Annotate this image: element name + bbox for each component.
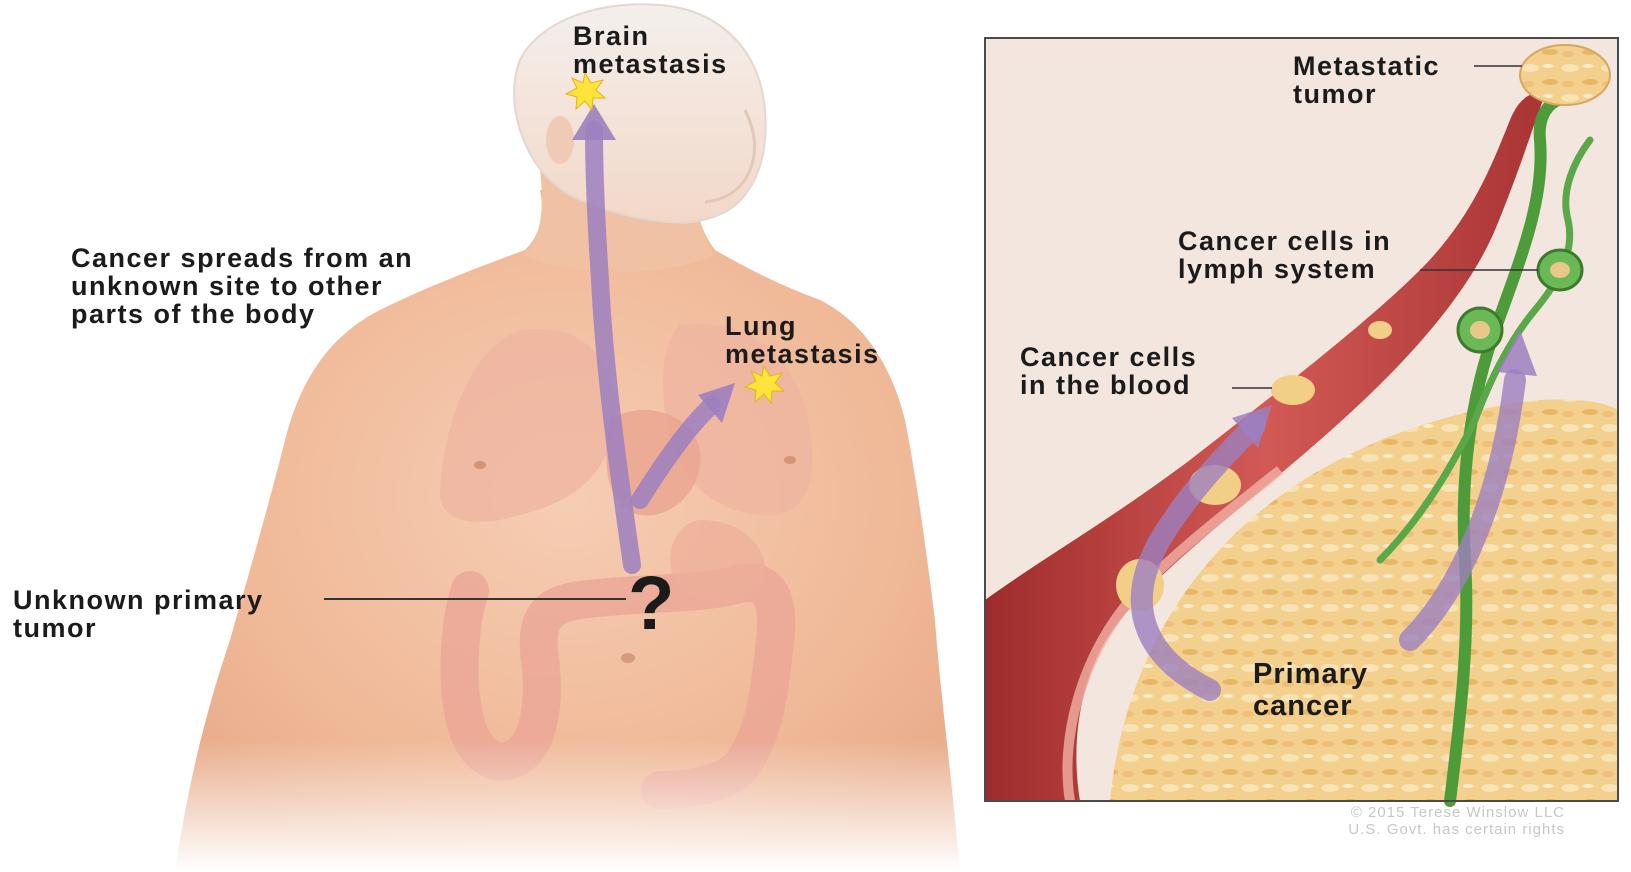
bottom-fade xyxy=(150,740,970,872)
lymph-system-label: Cancer cells in lymph system xyxy=(1178,227,1391,283)
primary-cancer-label: Primary cancer xyxy=(1253,658,1368,722)
navel xyxy=(621,653,635,663)
spread-description: Cancer spreads from an unknown site to o… xyxy=(71,244,413,328)
metastatic-tumor-label: Metastatic tumor xyxy=(1293,52,1440,108)
unknown-primary-label: Unknown primary tumor xyxy=(13,586,264,642)
blood-label: Cancer cells in the blood xyxy=(1020,343,1197,399)
copyright-credit: © 2015 Terese Winslow LLC U.S. Govt. has… xyxy=(1348,804,1565,838)
ear xyxy=(546,116,574,164)
metastatic-tumor-mass xyxy=(1520,45,1610,105)
human-body-figure xyxy=(150,4,970,872)
brain-metastasis-label: Brain metastasis xyxy=(573,22,728,78)
question-mark: ? xyxy=(628,566,674,642)
blood-cancer-cell xyxy=(1271,375,1315,405)
lung-metastasis-label: Lung metastasis xyxy=(725,312,880,368)
blood-cancer-cell xyxy=(1368,321,1392,339)
